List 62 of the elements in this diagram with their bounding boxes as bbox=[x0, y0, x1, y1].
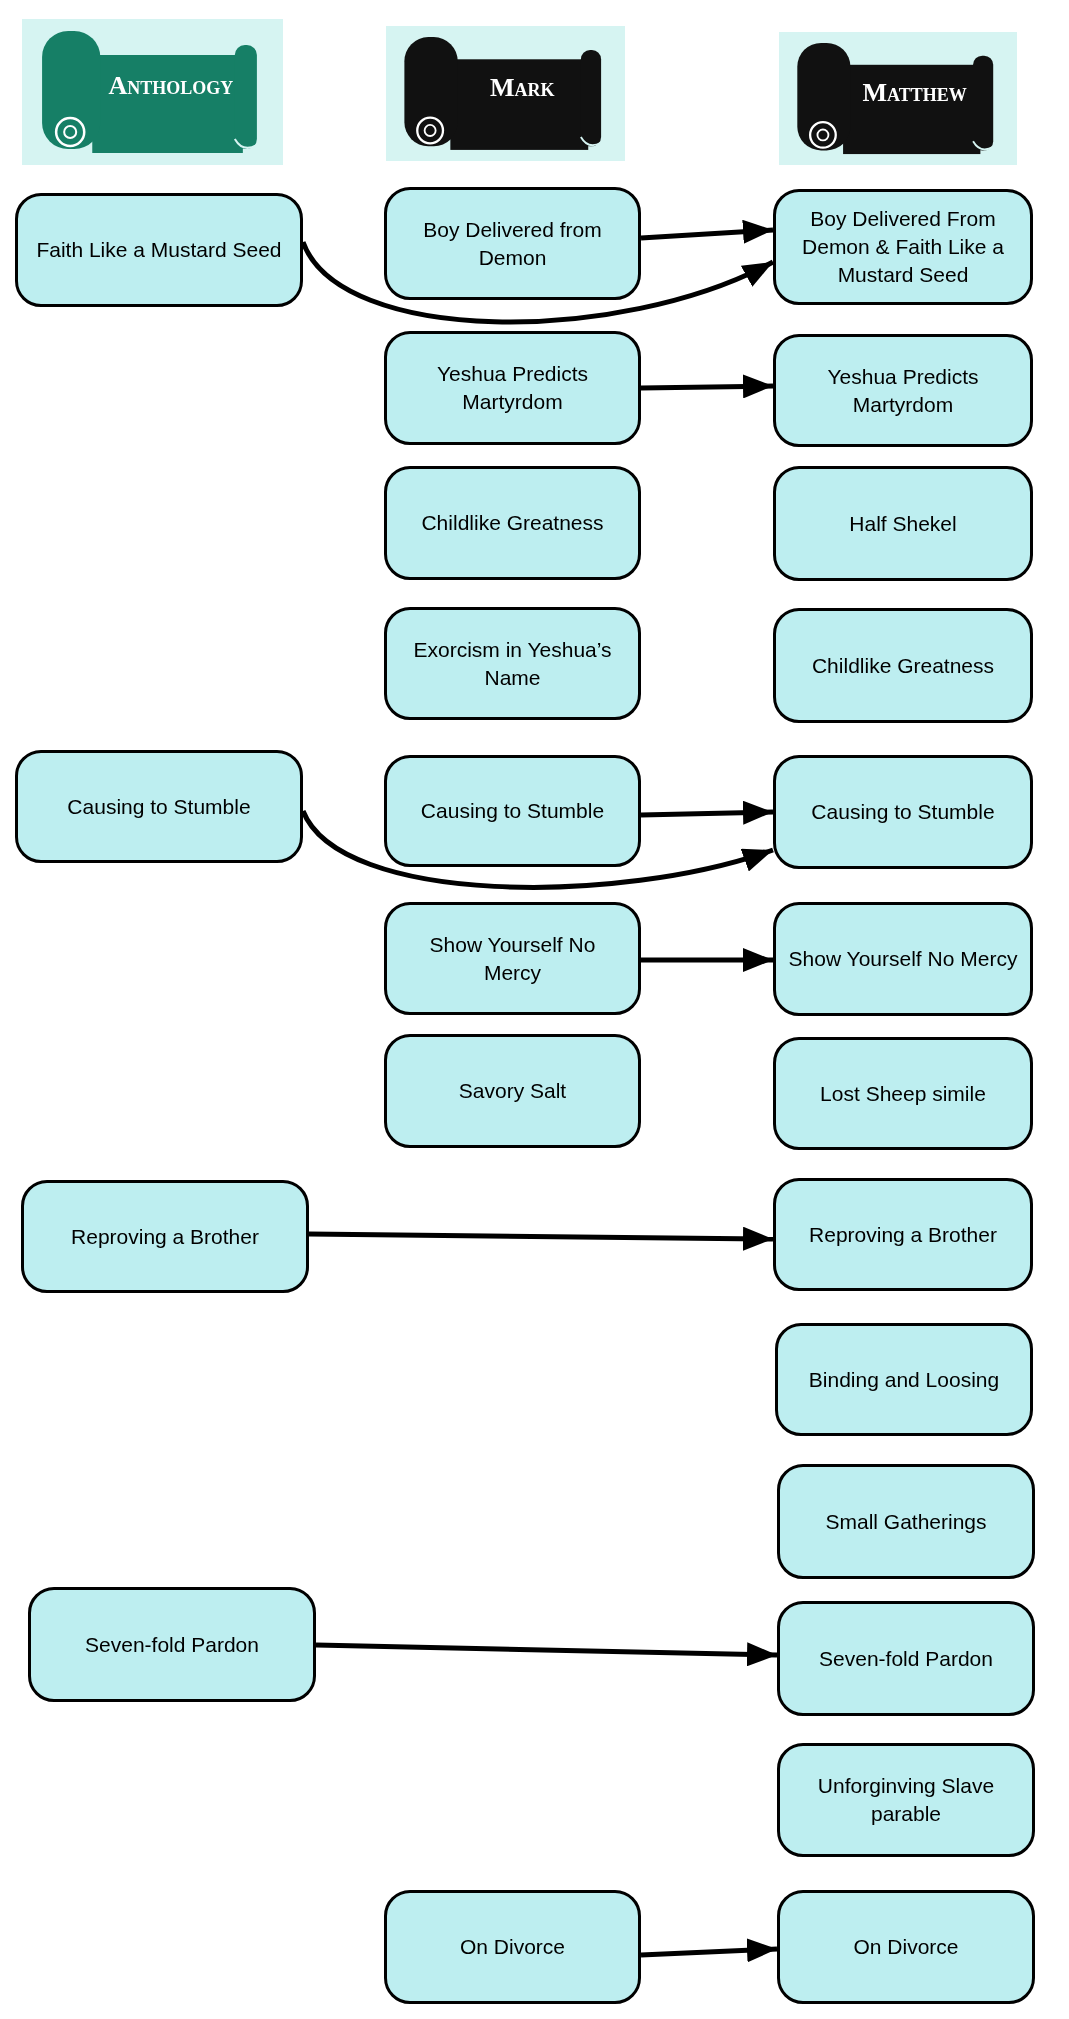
rounded-box bbox=[384, 466, 641, 580]
box-label: Reproving a Brother bbox=[809, 1221, 997, 1248]
arrow bbox=[300, 809, 774, 890]
box-label: Reproving a Brother bbox=[71, 1223, 259, 1250]
rounded-box bbox=[15, 193, 303, 307]
arrow bbox=[640, 374, 774, 399]
rounded-box bbox=[28, 1587, 316, 1702]
box-label: Causing to Stumble bbox=[420, 798, 605, 824]
box-label: Show Yourself No Mercy bbox=[788, 946, 1018, 972]
box-label: Boy Delivered from Demon bbox=[422, 216, 603, 271]
box-label: Exorcism in Yeshua’s Name bbox=[412, 636, 613, 691]
arrow bbox=[640, 800, 774, 825]
rounded-box bbox=[384, 1034, 641, 1148]
rounded-box bbox=[777, 1890, 1035, 2004]
box-label: Seven-fold Pardon bbox=[85, 1631, 259, 1658]
arrow bbox=[641, 948, 773, 972]
rounded-box bbox=[775, 1323, 1033, 1436]
rounded-box bbox=[773, 466, 1033, 581]
rounded-box bbox=[384, 755, 641, 867]
arrow bbox=[640, 1938, 778, 1963]
rounded-box bbox=[773, 1037, 1033, 1150]
rounded-box bbox=[21, 1180, 309, 1293]
box-label: Yeshua Predicts Martyrdom bbox=[826, 363, 980, 418]
scroll-title: Anthology bbox=[108, 73, 234, 100]
rounded-box bbox=[773, 1178, 1033, 1291]
box-label: Lost Sheep simile bbox=[820, 1080, 986, 1107]
rounded-box bbox=[773, 902, 1033, 1016]
arrow bbox=[640, 219, 774, 244]
rounded-box bbox=[384, 1890, 641, 2004]
rounded-box bbox=[773, 334, 1033, 447]
box-label: Causing to Stumble bbox=[67, 793, 251, 820]
arrow bbox=[308, 1226, 774, 1251]
box-label: Causing to Stumble bbox=[811, 799, 995, 825]
rounded-box bbox=[777, 1464, 1035, 1579]
box-label: Childlike Greatness bbox=[811, 652, 995, 679]
box-label: Boy Delivered From Demon & Faith Like a Mustard Seed bbox=[801, 206, 1005, 288]
rounded-box bbox=[384, 902, 641, 1015]
rounded-box bbox=[773, 755, 1033, 869]
box-label: Show Yourself No Mercy bbox=[428, 931, 597, 986]
rounded-box bbox=[777, 1743, 1035, 1857]
box-label: Small Gatherings bbox=[825, 1508, 987, 1535]
rounded-box bbox=[384, 331, 641, 445]
box-label: Faith Like a Mustard Seed bbox=[36, 237, 282, 263]
arrow bbox=[315, 1642, 778, 1667]
box-label: Unforginving Slave parable bbox=[816, 1773, 996, 1827]
box-label: On Divorce bbox=[853, 1934, 959, 1960]
box-label: Yeshua Predicts Martyrdom bbox=[436, 361, 589, 415]
box-label: Binding and Loosing bbox=[808, 1366, 1000, 1393]
rounded-box bbox=[384, 607, 641, 720]
rounded-box bbox=[15, 750, 303, 863]
scroll-title: Matthew bbox=[862, 80, 967, 107]
rounded-box bbox=[777, 1601, 1035, 1716]
scroll-title: Mark bbox=[489, 75, 555, 102]
arrow bbox=[300, 240, 775, 325]
box-label: Seven-fold Pardon bbox=[819, 1645, 993, 1672]
box-label: Half Shekel bbox=[849, 510, 957, 537]
rounded-box bbox=[384, 187, 641, 300]
box-label: Childlike Greatness bbox=[421, 510, 604, 536]
box-label: Savory Salt bbox=[458, 1078, 567, 1104]
rounded-box bbox=[773, 189, 1033, 305]
box-label: On Divorce bbox=[460, 1934, 565, 1960]
rounded-box bbox=[773, 608, 1033, 723]
